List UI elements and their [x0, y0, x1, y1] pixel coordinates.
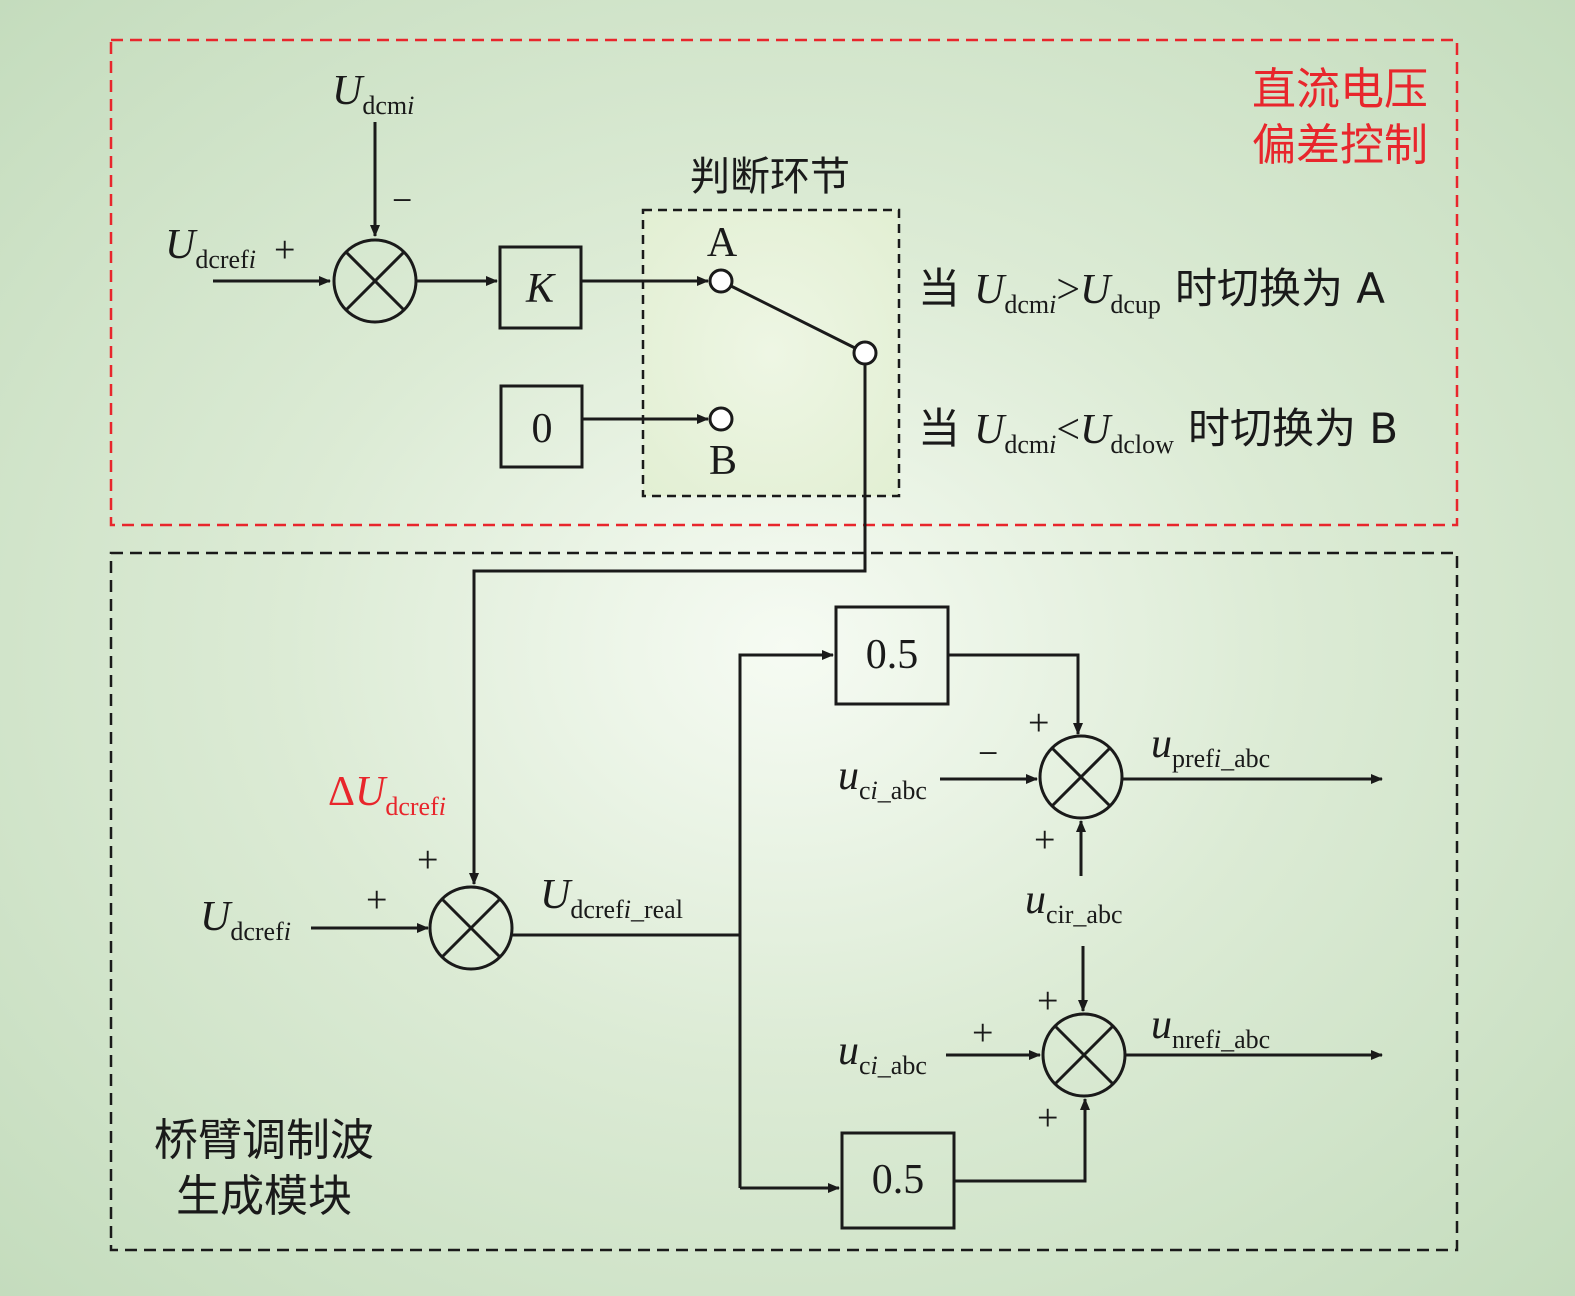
top-minus-sign: −: [392, 180, 412, 220]
top-region-title-line2: 偏差控制: [1252, 120, 1428, 171]
zero-block: [499, 384, 584, 469]
dc-voltage-deviation-control-region: [109, 38, 1459, 527]
top-udcrefi-label: Udcrefi: [165, 222, 256, 274]
switch-output-line: [469, 364, 867, 885]
upper-arm-summing-junction: [1038, 734, 1124, 820]
half-top-to-sum-arrow: [948, 653, 1083, 735]
lower-arm-summing-junction: [1041, 1012, 1127, 1098]
udcmi-label: Udcmi: [332, 68, 414, 120]
top-summing-junction: [332, 238, 418, 324]
bottom-sum-plus-left: +: [366, 879, 387, 921]
udcrefi-real-label: Udcrefi_real: [540, 872, 683, 924]
half-bottom-to-sum-arrow: [954, 1098, 1090, 1183]
split-to-top-half-arrow: [738, 650, 834, 1188]
switch-terminal-a: [708, 268, 734, 294]
upper-sum-minus-left: −: [978, 733, 998, 773]
bottom-region-title-line1: 桥臂调制波: [154, 1115, 374, 1166]
terminal-b-label: B: [709, 438, 737, 484]
switch-terminal-b: [708, 406, 734, 432]
upper-sum-plus-bottom: +: [1034, 819, 1055, 861]
zero-block-label: 0: [532, 406, 553, 452]
uci-abc-label-top: uci_abc: [838, 753, 927, 805]
k-gain-block: [498, 245, 583, 330]
switch-pivot: [852, 340, 878, 366]
switch-blade: [730, 284, 856, 350]
delta-udcrefi-label: ΔUdcrefi: [328, 769, 446, 821]
bottom-sum-plus-top: +: [417, 839, 438, 881]
uprefi-abc-label: uprefi_abc: [1151, 721, 1270, 773]
modulation-wave-generation-region: [109, 551, 1459, 1252]
uci-abc-label-bottom: uci_abc: [838, 1028, 927, 1080]
bottom-region-title-line2: 生成模块: [176, 1171, 352, 1222]
ucir-abc-label: ucir_abc: [1025, 877, 1123, 929]
k-gain-label: K: [525, 266, 556, 312]
upper-sum-plus-top: +: [1028, 702, 1049, 744]
top-region-title-line1: 直流电压: [1252, 64, 1428, 115]
terminal-a-label: A: [707, 220, 738, 266]
top-plus-sign: +: [274, 229, 295, 271]
bottom-udcrefi-label: Udcrefi: [200, 894, 291, 946]
bottom-summing-junction: [428, 885, 514, 971]
lower-sum-plus-top: +: [1037, 980, 1058, 1022]
lower-sum-plus-bottom: +: [1037, 1097, 1058, 1139]
half-gain-label-top: 0.5: [866, 632, 919, 678]
half-gain-label-bottom: 0.5: [872, 1157, 925, 1203]
unrefi-abc-label: unrefi_abc: [1151, 1002, 1270, 1054]
lower-sum-plus-left: +: [972, 1012, 993, 1054]
judge-block-title: 判断环节: [690, 154, 850, 200]
